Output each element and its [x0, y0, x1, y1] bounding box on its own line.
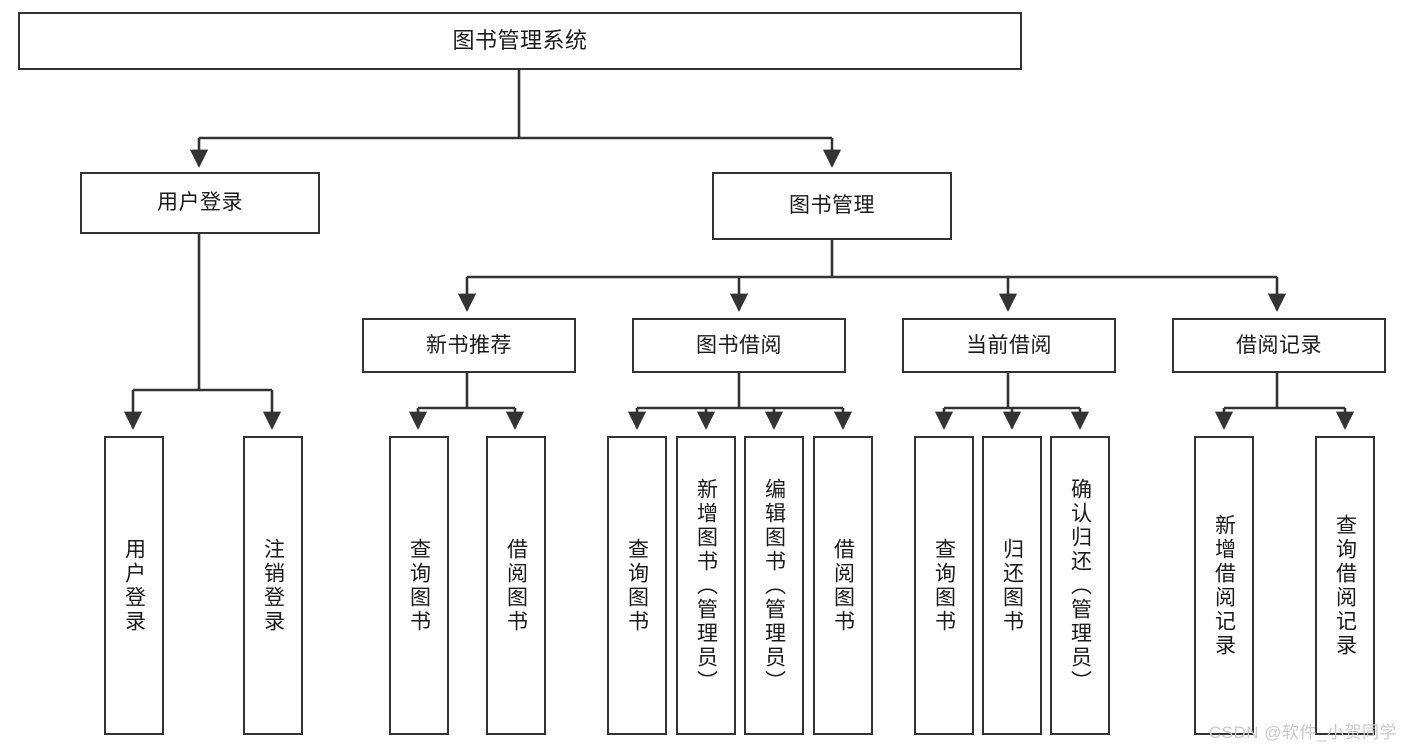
leaf-new-book-query[interactable]: 查询图书 [389, 436, 449, 735]
node-user-login[interactable]: 用户登录 [80, 172, 320, 234]
node-new-book-recommend[interactable]: 新书推荐 [362, 318, 576, 373]
leaf-record-query-record-label: 查询借阅记录 [1333, 513, 1357, 658]
node-book-borrow[interactable]: 图书借阅 [632, 318, 846, 373]
leaf-user-login-logout[interactable]: 注销登录 [243, 436, 303, 735]
leaf-user-login-login-label: 用户登录 [122, 537, 146, 634]
leaf-borrow-borrow-book-label: 借阅图书 [831, 537, 855, 634]
leaf-current-confirm-return-admin[interactable]: 确认归还（管理员） [1050, 436, 1110, 735]
leaf-new-book-borrow[interactable]: 借阅图书 [486, 436, 546, 735]
node-root-system-label: 图书管理系统 [452, 27, 588, 53]
leaf-borrow-edit-book-admin[interactable]: 编辑图书（管理员） [744, 436, 804, 735]
leaf-borrow-add-book-admin[interactable]: 新增图书（管理员） [676, 436, 736, 735]
leaf-user-login-login[interactable]: 用户登录 [104, 436, 164, 735]
node-book-borrow-label: 图书借阅 [696, 333, 782, 357]
leaf-borrow-add-book-admin-label: 新增图书（管理员） [694, 477, 718, 694]
node-new-book-recommend-label: 新书推荐 [426, 333, 512, 357]
leaf-record-add-record-label: 新增借阅记录 [1212, 513, 1236, 658]
leaf-current-query-book[interactable]: 查询图书 [914, 436, 974, 735]
node-current-borrow[interactable]: 当前借阅 [902, 318, 1116, 373]
node-borrow-record-label: 借阅记录 [1236, 333, 1322, 357]
node-book-management-label: 图书管理 [789, 194, 875, 218]
leaf-borrow-edit-book-admin-label: 编辑图书（管理员） [762, 477, 786, 694]
node-book-management[interactable]: 图书管理 [712, 172, 952, 240]
csdn-watermark: CSDN @软件_小贺同学 [1208, 723, 1397, 742]
leaf-borrow-query-book-label: 查询图书 [625, 537, 649, 634]
leaf-user-login-logout-label: 注销登录 [261, 537, 285, 634]
leaf-current-return-book-label: 归还图书 [1000, 537, 1024, 634]
node-borrow-record[interactable]: 借阅记录 [1172, 318, 1386, 373]
leaf-record-query-record[interactable]: 查询借阅记录 [1315, 436, 1375, 735]
leaf-borrow-query-book[interactable]: 查询图书 [607, 436, 667, 735]
node-root-system[interactable]: 图书管理系统 [18, 12, 1022, 70]
leaf-record-add-record[interactable]: 新增借阅记录 [1194, 436, 1254, 735]
node-user-login-label: 用户登录 [157, 191, 243, 215]
leaf-new-book-borrow-label: 借阅图书 [504, 537, 528, 634]
leaf-current-return-book[interactable]: 归还图书 [982, 436, 1042, 735]
leaf-current-confirm-return-admin-label: 确认归还（管理员） [1068, 477, 1092, 694]
node-current-borrow-label: 当前借阅 [966, 333, 1052, 357]
leaf-borrow-borrow-book[interactable]: 借阅图书 [813, 436, 873, 735]
leaf-current-query-book-label: 查询图书 [932, 537, 956, 634]
leaf-new-book-query-label: 查询图书 [407, 537, 431, 634]
